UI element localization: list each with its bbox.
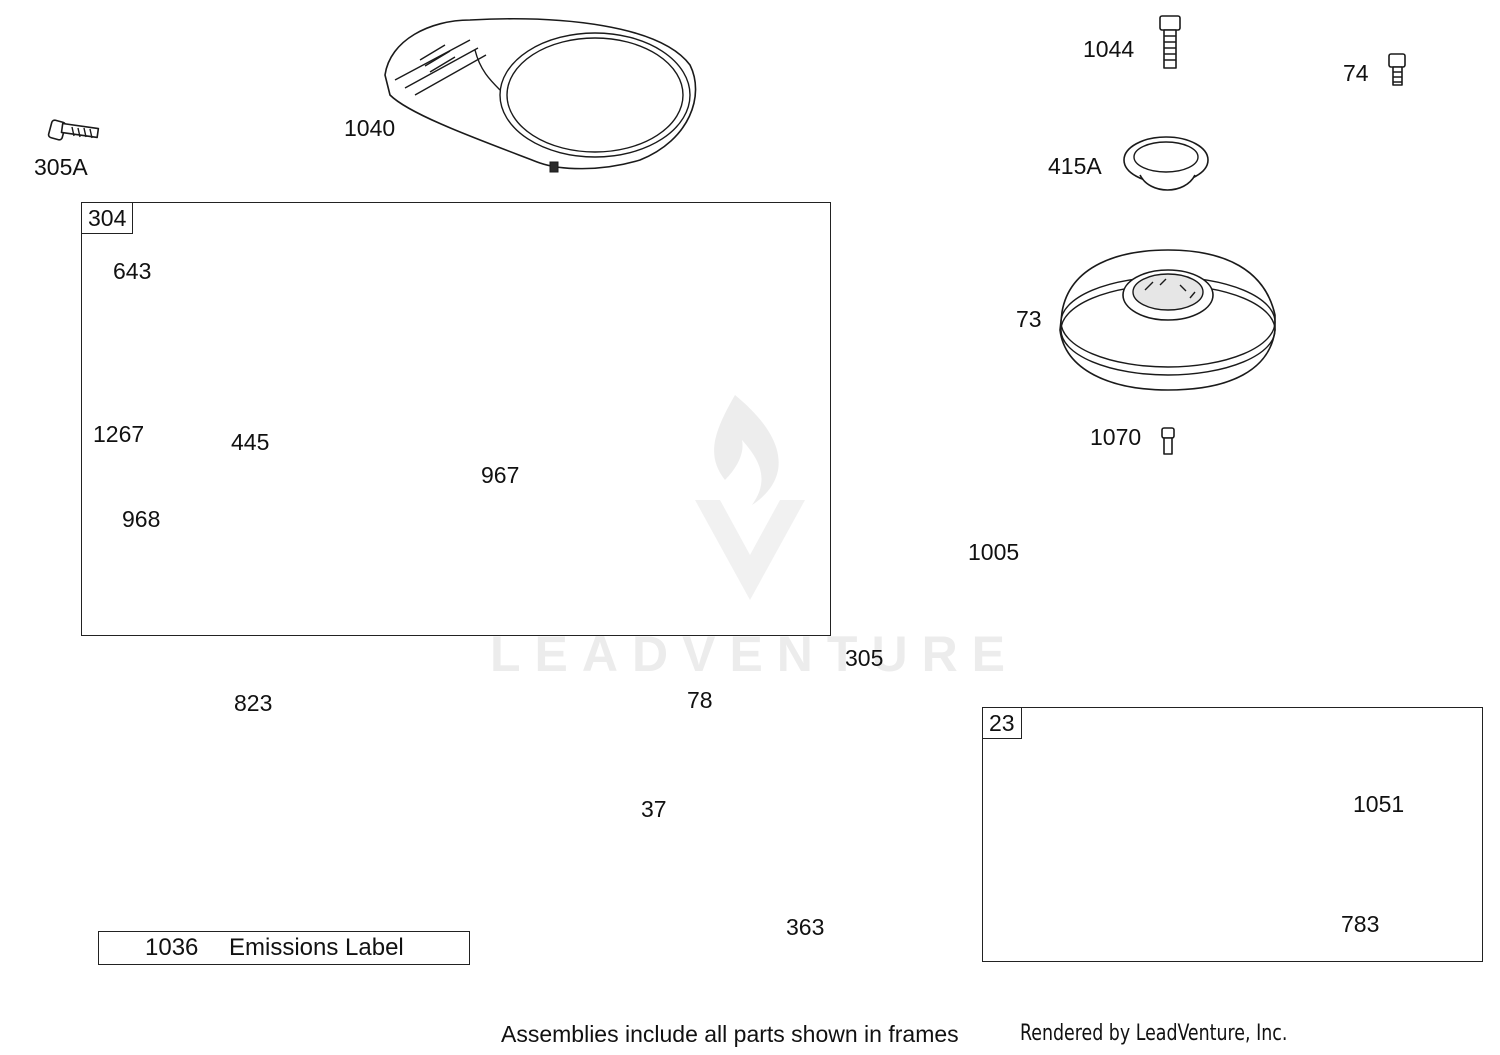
frame-23: 23 [982,707,1483,962]
part-1040-cover-icon [384,18,697,173]
part-label-1267[interactable]: 1267 [93,421,145,447]
part-1044-screw-icon [1159,15,1181,69]
part-label-1070[interactable]: 1070 [1090,424,1142,450]
emissions-label-text: Emissions Label [229,934,404,961]
part-label-305a[interactable]: 305A [34,154,88,180]
emissions-part-number[interactable]: 1036 [145,934,199,961]
frame-304-label: 304 [82,203,134,234]
part-label-783[interactable]: 783 [1341,911,1380,937]
part-label-823[interactable]: 823 [234,690,273,716]
frame-304: 304 [81,202,831,636]
watermark-logo-icon [695,395,805,600]
frame-23-label: 23 [983,708,1022,739]
part-label-415a[interactable]: 415A [1048,153,1102,179]
part-label-78[interactable]: 78 [687,687,713,713]
part-305a-bolt-icon [47,119,100,141]
part-label-74[interactable]: 74 [1343,60,1369,86]
part-label-445[interactable]: 445 [231,429,270,455]
part-73-screen-icon [1059,249,1276,391]
part-415a-cup-icon [1123,136,1209,191]
emissions-label-box: 1036 Emissions Label [98,931,470,965]
part-label-363[interactable]: 363 [786,914,825,940]
part-label-73[interactable]: 73 [1016,306,1042,332]
part-label-1044[interactable]: 1044 [1083,36,1135,62]
part-74-screw-icon [1388,53,1406,86]
part-label-1040[interactable]: 1040 [344,115,396,141]
part-label-305[interactable]: 305 [845,645,884,671]
part-label-1005[interactable]: 1005 [968,539,1020,565]
footer-rendered-by: Rendered by LeadVenture, Inc. [1020,1021,1288,1046]
part-label-37[interactable]: 37 [641,796,667,822]
part-1070-screw-icon [1161,427,1175,455]
part-label-967[interactable]: 967 [481,462,520,488]
part-label-1051[interactable]: 1051 [1353,791,1405,817]
part-label-968[interactable]: 968 [122,506,161,532]
part-label-643[interactable]: 643 [113,258,152,284]
footer-assemblies-note: Assemblies include all parts shown in fr… [501,1021,959,1047]
